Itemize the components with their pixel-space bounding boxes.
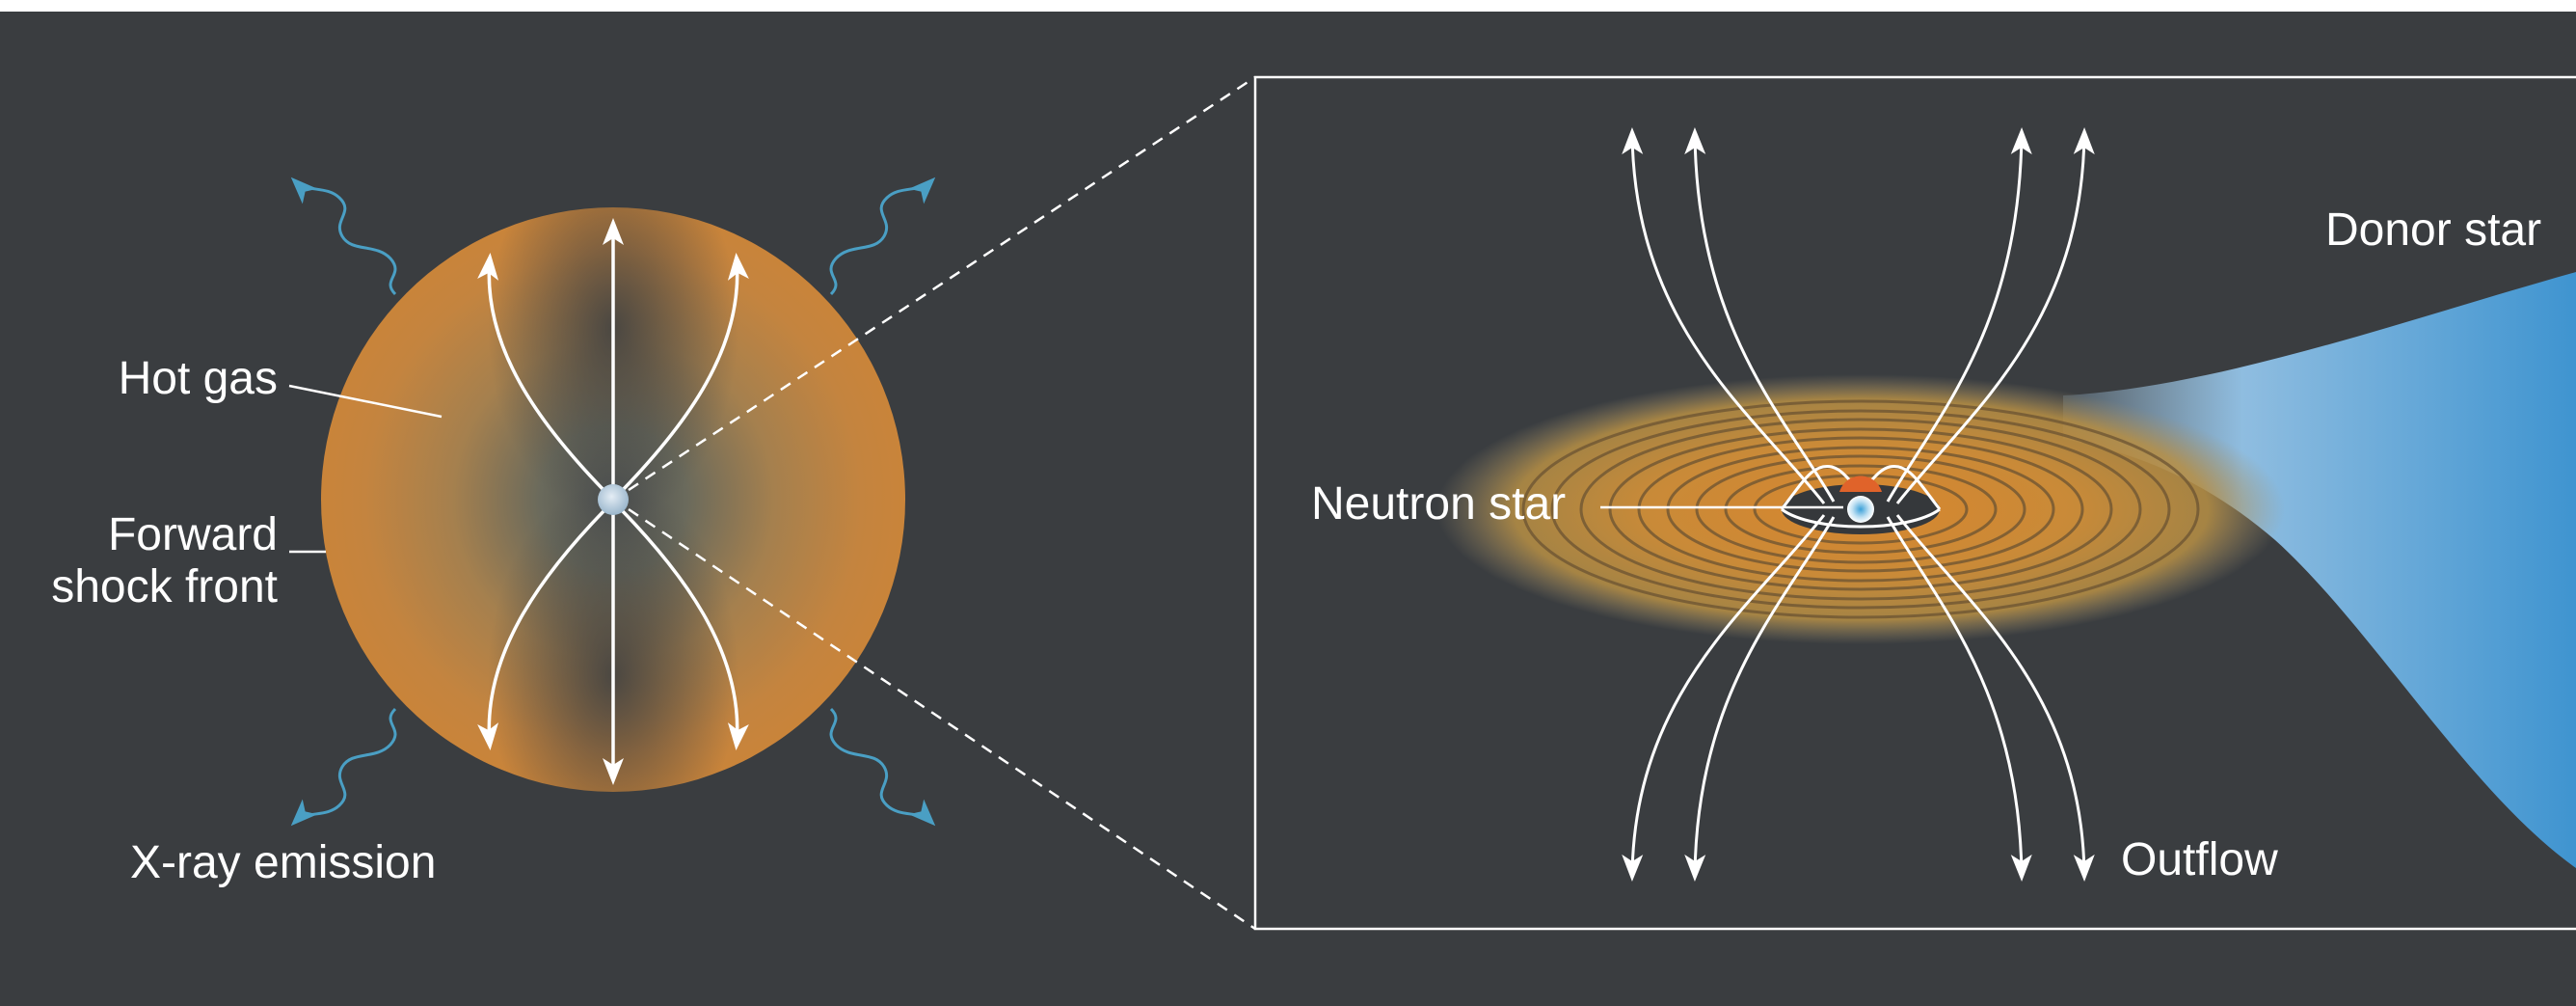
xray-wave-icon [290, 707, 397, 827]
accretion-column [1839, 476, 1882, 492]
cavity-rim [1781, 507, 1941, 529]
sphere-outflow-arrows [477, 218, 749, 785]
outflow-label: Outflow [2121, 834, 2278, 885]
xray-wave-icon [829, 177, 936, 296]
outflow-arrow-icon [619, 253, 749, 494]
outflow-arrow-icon [477, 507, 607, 750]
outflow-arrow-icon [1684, 516, 1836, 882]
outflow-arrow-icon [619, 507, 749, 750]
xray-wave-icon [829, 707, 936, 827]
hot-gas-leader [288, 384, 443, 419]
xray-wave-icon [290, 177, 397, 296]
outflow-field-lines [1622, 127, 2095, 882]
zoom-connector [628, 75, 1256, 931]
donor-star [2063, 272, 2576, 868]
neutron-star-icon [1847, 496, 1874, 523]
outflow-arrow-icon [477, 253, 607, 494]
xray-emission-label: X-ray emission [130, 837, 436, 888]
outflow-arrow-icon [1622, 514, 1826, 882]
outflow-arrow-icon [1886, 127, 2032, 503]
outflow-arrow-icon [1895, 127, 2095, 504]
hot-gas-label: Hot gas [119, 353, 278, 404]
xray-waves [290, 177, 936, 827]
outflow-arrow-icon [1895, 514, 2095, 882]
outflow-arrow-icon [1684, 127, 1836, 503]
neutron-star-label: Neutron star [1311, 478, 1566, 530]
outflow-arrow-icon [1622, 127, 1826, 504]
donor-star-label: Donor star [2325, 204, 2541, 256]
disk-rings [1521, 399, 2200, 619]
zoom-panel-border [1253, 75, 2576, 931]
outflow-arrow-icon [1886, 516, 2032, 882]
central-star-icon [598, 484, 629, 515]
right-panel: Neutron star Donor star Outflow [1253, 75, 2576, 931]
forward-shock-label-line2: shock front [51, 561, 278, 612]
forward-shock-label-line1: Forward [108, 509, 278, 560]
left-panel: Hot gas Forward shock front X-ray emissi… [51, 135, 936, 888]
